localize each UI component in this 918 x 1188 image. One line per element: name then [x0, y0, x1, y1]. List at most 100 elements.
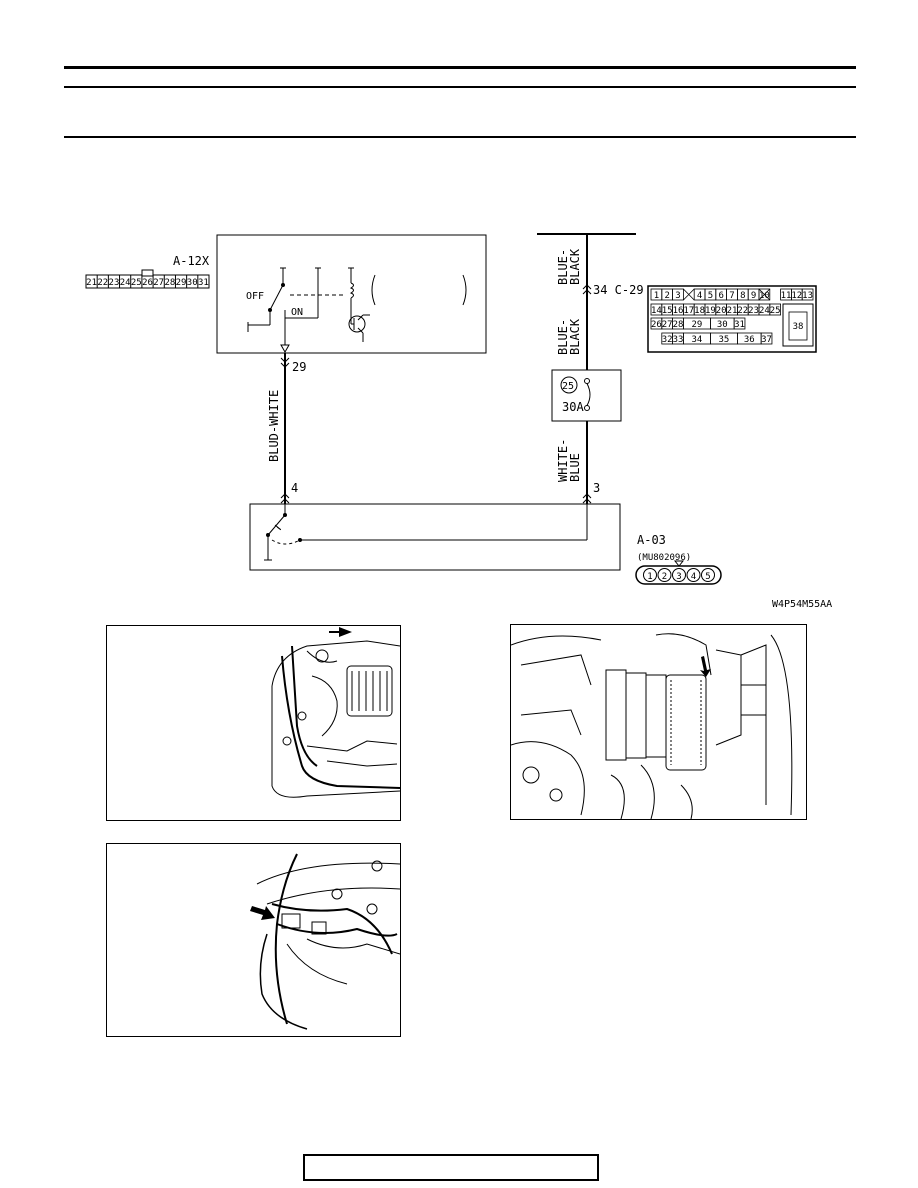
fuse-rating: 30A	[562, 400, 584, 414]
wire-right-bottom-color-2: BLUE	[568, 453, 582, 482]
a03-pin-2: 2	[662, 572, 667, 582]
c29-pin-10: 10	[759, 291, 770, 301]
wire-right-top-color-1: BLUE-	[556, 249, 570, 285]
wire-right-mid-color-1: BLUE-	[556, 319, 570, 355]
arrow-icon	[250, 906, 275, 920]
c29-pin-8: 8	[740, 291, 745, 301]
c29-pin-13: 13	[802, 291, 813, 301]
wire-right-mid-color-2: BLACK	[568, 318, 582, 355]
c29-pin-32: 32	[662, 335, 673, 345]
a03-pin-3: 3	[676, 572, 681, 582]
c29-pin-20: 20	[716, 306, 727, 316]
c29-pin-22: 22	[737, 306, 748, 316]
c29-pin-37: 37	[761, 335, 772, 345]
c29-pin-30: 30	[717, 320, 728, 330]
c29-pin-5: 5	[708, 291, 713, 301]
c29-pin-35: 35	[718, 335, 729, 345]
header-rule-mid	[64, 86, 856, 88]
wire-right-bottom-pin: 3	[593, 481, 600, 495]
a12x-pin-22: 22	[97, 278, 108, 288]
fuse-number: 25	[562, 381, 574, 392]
a12x-pin-30: 30	[187, 278, 198, 288]
a12x-pin-24: 24	[120, 278, 131, 288]
c29-pin-29: 29	[691, 320, 702, 330]
arrow-icon	[329, 627, 352, 637]
wire-left-color: BLUD-WHITE	[267, 390, 281, 462]
relay-box-illustration	[511, 633, 793, 819]
a12x-pin-25: 25	[131, 278, 142, 288]
relay-symbol	[264, 504, 588, 561]
a12x-pin-21: 21	[86, 278, 97, 288]
fuse-symbol	[584, 378, 591, 411]
wire-right-top-color-2: BLACK	[568, 248, 582, 285]
c29-pin-11: 11	[781, 291, 792, 301]
engine-bay-harness-photo	[106, 625, 401, 821]
switch-symbol	[247, 267, 467, 354]
a03-pin-5: 5	[705, 572, 710, 582]
c29-pin-12: 12	[791, 291, 802, 301]
c29-pin-18: 18	[694, 306, 705, 316]
switch-on-label: ON	[291, 307, 303, 318]
dash-harness-photo	[106, 843, 401, 1037]
wire-left-bottom-pin: 4	[291, 481, 298, 495]
c29-pin-6: 6	[718, 291, 723, 301]
a12x-pin-28: 28	[164, 278, 175, 288]
wire-left-top-pin: 29	[292, 360, 306, 374]
switch-box	[216, 234, 487, 354]
c29-pin-33: 33	[673, 335, 684, 345]
c29-pin-15: 15	[662, 306, 673, 316]
c29-pin-1: 1	[654, 291, 659, 301]
c29-pin-9: 9	[751, 291, 756, 301]
c29-pin-4: 4	[697, 291, 702, 301]
header-rule-thick	[64, 66, 856, 69]
footer-page-box	[303, 1154, 599, 1181]
wire-left-top-connector	[280, 357, 290, 368]
a12x-pin-26: 26	[142, 278, 153, 288]
c29-pin-14: 14	[651, 306, 662, 316]
c29-pin-23: 23	[748, 306, 759, 316]
relay-box-photo	[510, 624, 807, 820]
c29-pin-24: 24	[759, 306, 770, 316]
a12x-pin-31: 31	[198, 278, 209, 288]
c29-pin-26: 26	[651, 320, 662, 330]
c29-pin-17: 17	[683, 306, 694, 316]
c29-pin-31: 31	[734, 320, 745, 330]
c29-pin-label: 34 C-29	[593, 283, 644, 297]
dash-harness-illustration	[250, 853, 400, 1030]
connector-a03-part: (MU802096)	[637, 553, 691, 563]
switch-off-label: OFF	[246, 291, 264, 302]
fuse-number-circle	[560, 376, 578, 394]
c29-pin-16: 16	[673, 306, 684, 316]
wire-right-bottom-connector	[582, 493, 592, 504]
relay-box	[249, 503, 621, 571]
header-rule-bottom	[64, 136, 856, 138]
c29-pin-27: 27	[662, 320, 673, 330]
a12x-pin-27: 27	[153, 278, 164, 288]
a03-pin-1: 1	[647, 572, 652, 582]
wire-left-bottom-connector	[280, 493, 290, 504]
a12x-pin-23: 23	[109, 278, 120, 288]
a03-pin-4: 4	[691, 572, 696, 582]
c29-pin-3: 3	[675, 291, 680, 301]
c29-pin-38: 38	[793, 322, 804, 332]
c29-pin-34: 34	[691, 335, 702, 345]
c29-pin-21: 21	[727, 306, 738, 316]
c29-pin-7: 7	[729, 291, 734, 301]
c29-pin-28: 28	[673, 320, 684, 330]
c29-pin-25: 25	[770, 306, 781, 316]
a12x-pin-29: 29	[176, 278, 187, 288]
c29-pin-2: 2	[664, 291, 669, 301]
c29-pin-36: 36	[744, 335, 755, 345]
engine-bay-illustration	[271, 627, 400, 798]
c29-pin-19: 19	[705, 306, 716, 316]
figure-code: W4P54M55AA	[772, 599, 832, 610]
c29-connector-mark	[582, 284, 592, 295]
arrow-icon	[700, 656, 711, 677]
connector-a12x-name: A-12X	[173, 254, 210, 268]
wire-right-bottom-color-1: WHITE-	[556, 439, 570, 482]
connector-a03-name: A-03	[637, 533, 666, 547]
